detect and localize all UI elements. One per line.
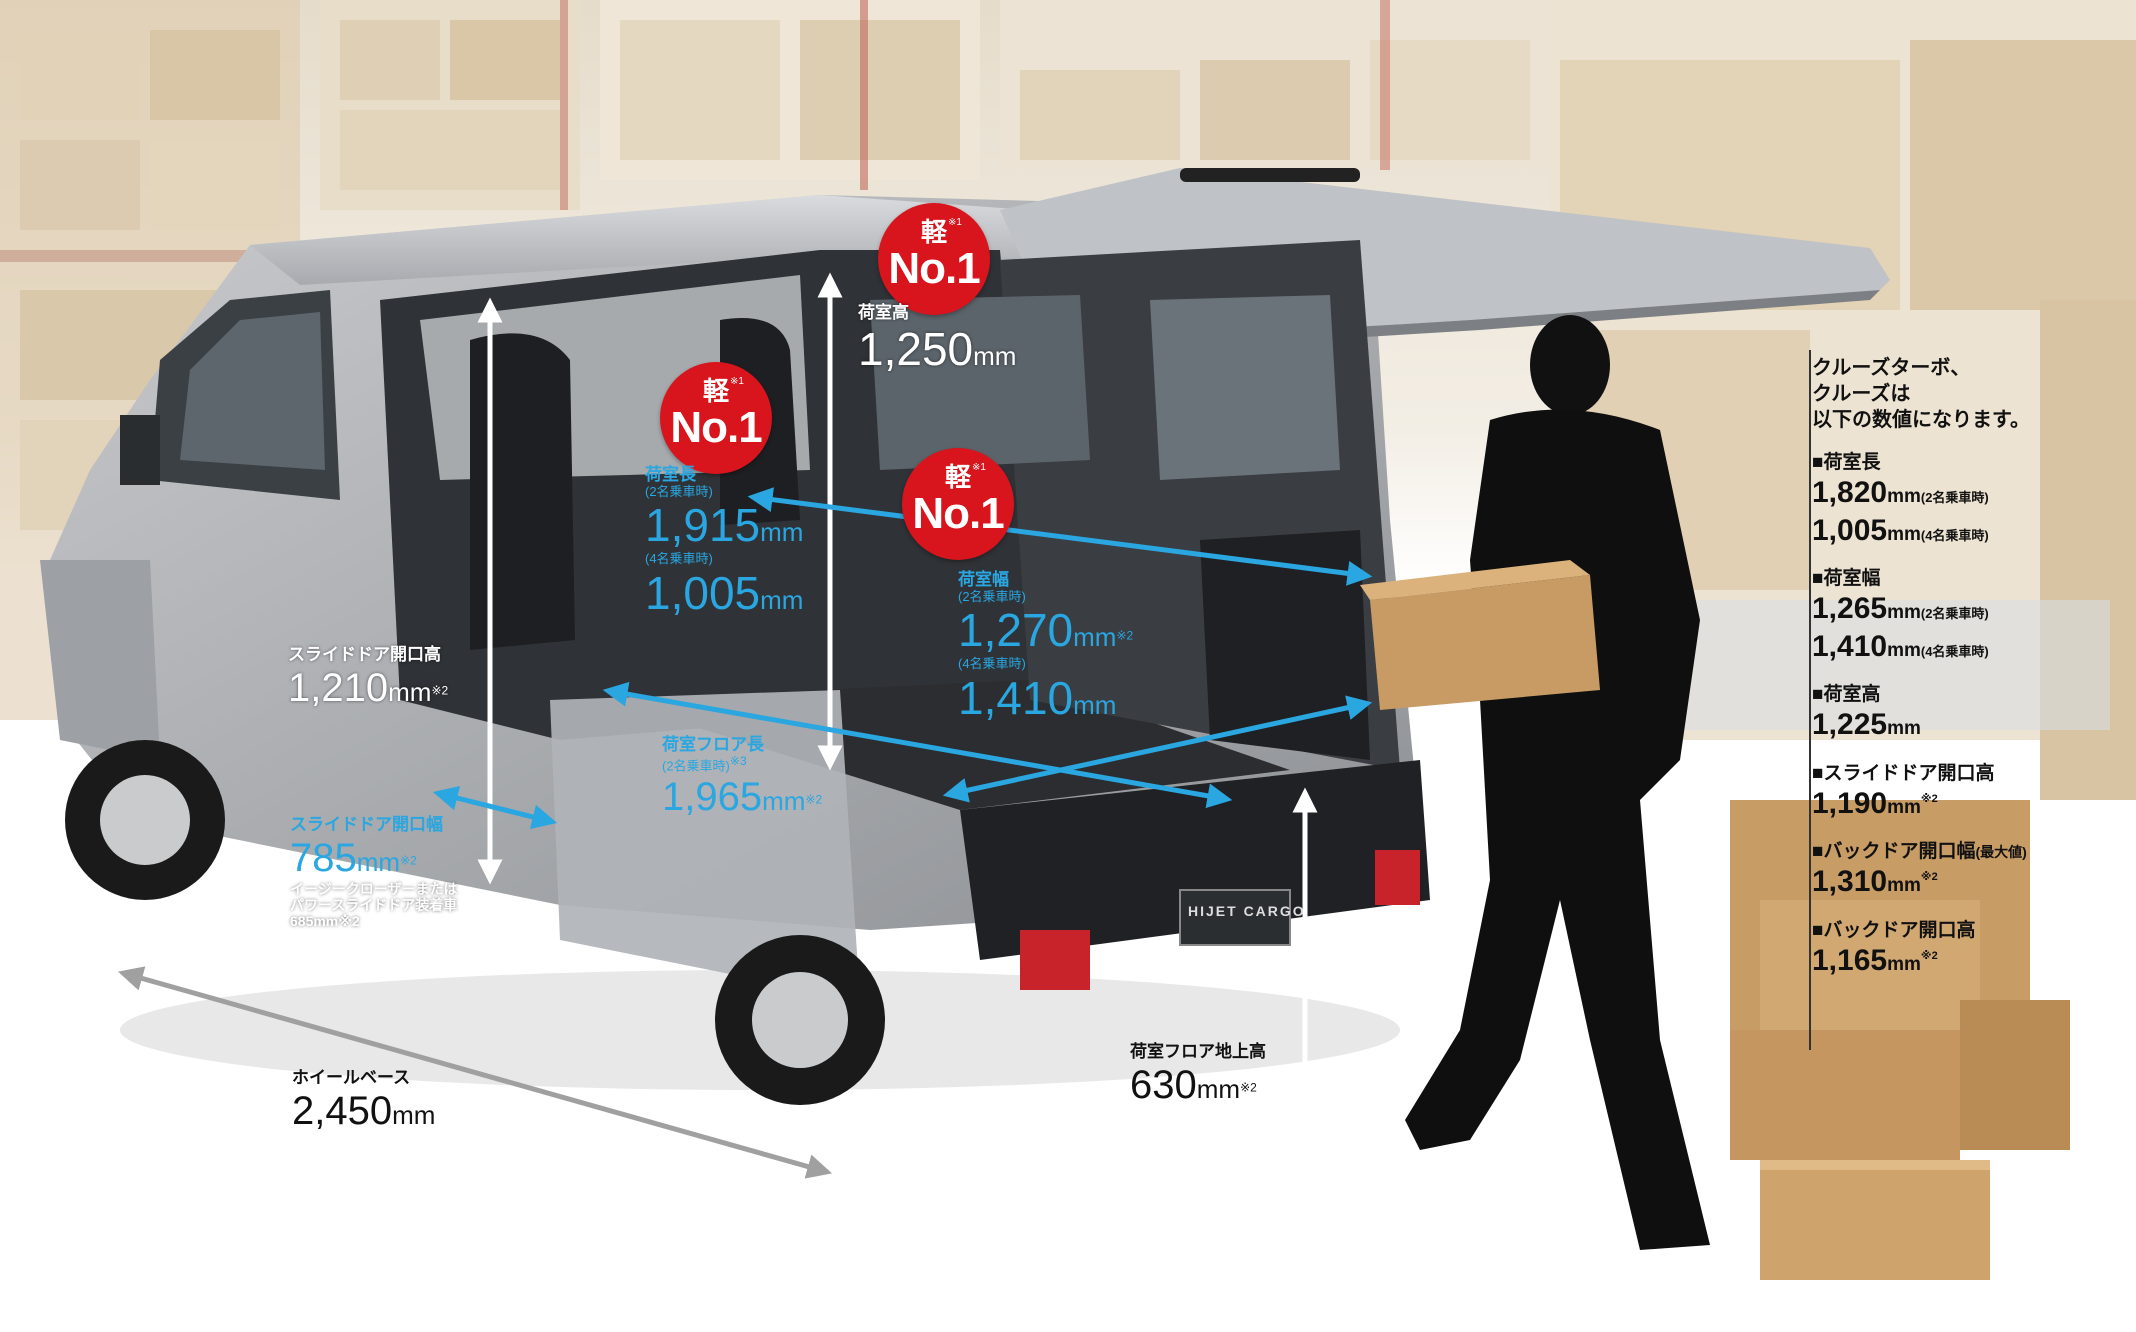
wheelbase-arrow [117,966,833,1179]
wheelbase-label: ホイールベース 2,450mm [292,1068,436,1133]
cargo-width-label: 荷室幅 (2名乗車時) 1,270mm※2 (4名乗車時) 1,410mm [958,570,1134,725]
dimension-arrows [117,272,1811,1179]
vehicle-badge: HIJET CARGO [1188,903,1306,919]
cargo-length-arrow [747,487,1373,586]
floor-height-label: 荷室フロア地上高 630mm※2 [1130,1042,1266,1107]
spec-cargo-width: ■荷室幅 1,265mm(2名乗車時) 1,410mm(4名乗車時) [1812,568,1989,663]
no1-badge: 軽 ※1 No.1 [878,203,990,315]
worker-silhouette [1360,315,1710,1250]
slide-door-width-label: スライドドア開口幅 785mm※2 イージークローザーまたは パワースライドドア… [290,815,458,929]
alt-spec-intro: クルーズターボ、 クルーズは 以下の数値になります。 [1812,357,2030,431]
box-stack [1730,800,2070,1280]
floor-length-arrow [602,681,1233,809]
cargo-height-label: 荷室高 1,250mm [858,303,1017,375]
no1-badge: 軽 ※1 No.1 [660,362,772,474]
spec-cargo-length: ■荷室長 1,820mm(2名乗車時) 1,005mm(4名乗車時) [1812,452,1989,547]
alt-spec-panel: クルーズターボ、 クルーズは 以下の数値になります。 ■荷室長 1,820mm(… [1812,355,2112,979]
slide-door-height-label: スライドドア開口高 1,210mm※2 [288,645,449,710]
slide-door-width-arrow [432,785,558,830]
cargo-length-label: 荷室長 (2名乗車時) 1,915mm (4名乗車時) 1,005mm [645,465,804,620]
floor-length-label: 荷室フロア長 (2名乗車時)※3 1,965mm※2 [662,735,823,819]
spec-back-door-height: ■バックドア開口高 1,165mm※2 [1812,919,1976,977]
spec-cargo-height: ■荷室高 1,225mm [1812,684,1921,741]
spec-back-door-width: ■バックドア開口幅(最大値) 1,310mm※2 [1812,841,2027,898]
spec-slide-door-height: ■スライドドア開口高 1,190mm※2 [1812,762,1995,820]
no1-badge: 軽 ※1 No.1 [902,448,1014,560]
